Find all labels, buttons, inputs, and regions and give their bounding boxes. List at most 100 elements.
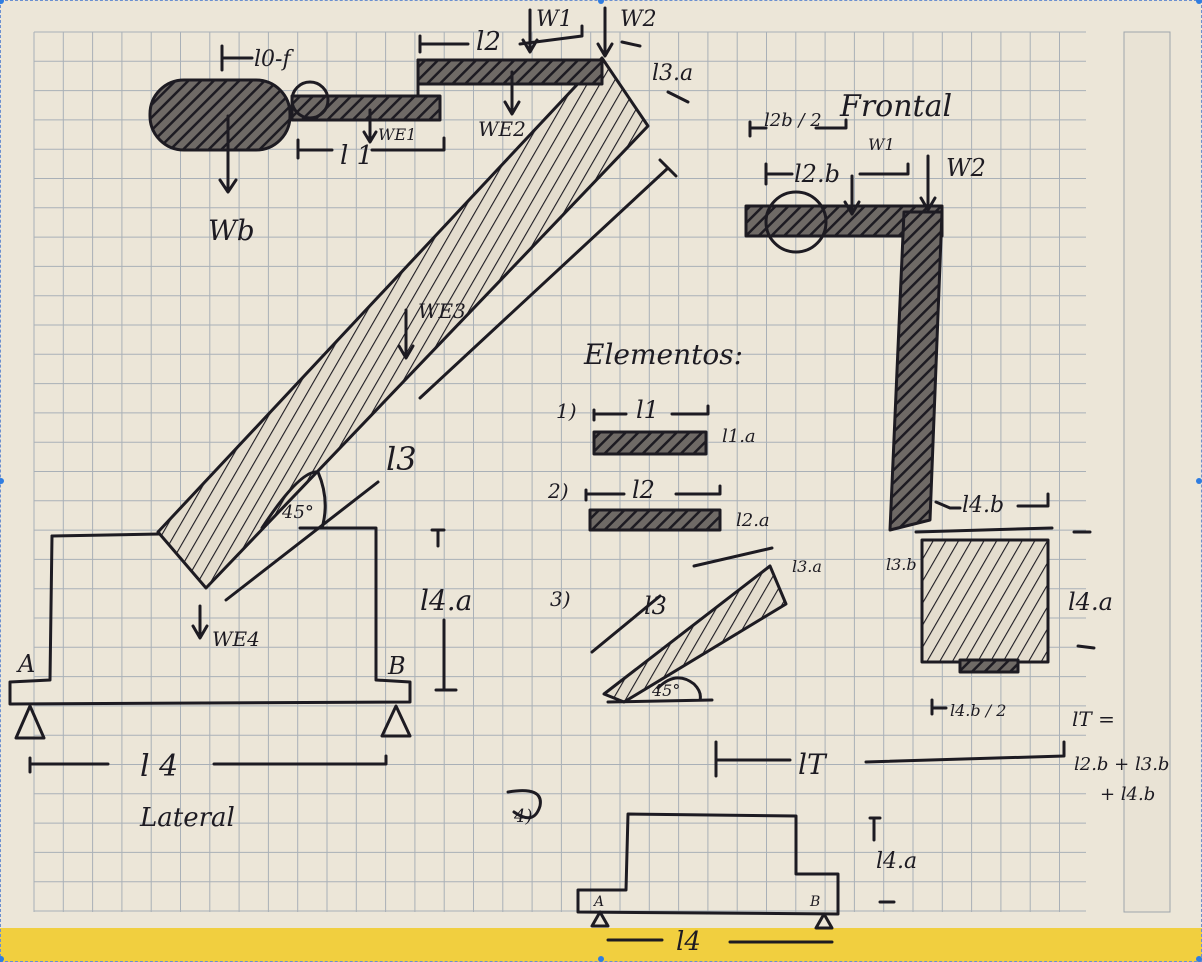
lateral-caption: Lateral — [139, 803, 235, 833]
element-2-dim — [584, 484, 722, 502]
angle-label-lateral: 45° — [281, 502, 314, 523]
counterweight-lateral — [148, 78, 292, 152]
dim-l2-label: l2 — [476, 27, 501, 57]
element-4-dim-l4a — [868, 816, 896, 904]
w2-label-lateral: W2 — [620, 7, 657, 32]
angle-arc-lateral — [260, 470, 327, 530]
margin-strip — [1123, 31, 1171, 913]
arrow-we2 — [503, 70, 521, 116]
dim-l4a-lateral — [430, 528, 458, 692]
frontal-base-block — [920, 538, 1050, 664]
dim-l3-label: l3 — [386, 440, 417, 478]
dim-l0-lateral — [220, 44, 254, 72]
arrow-wb — [218, 114, 238, 194]
formula-line-3: + l4.b — [1100, 784, 1155, 805]
dim-l2b — [764, 162, 910, 186]
element-2-bar — [588, 508, 722, 532]
dim-l2b-label: l2.b — [794, 160, 840, 188]
dim-l4a-label: l4.a — [420, 584, 472, 617]
element-4-pedestal — [576, 812, 840, 916]
element-3-dim — [590, 546, 774, 654]
support-b-label: B — [387, 652, 406, 680]
resize-handle-bottom[interactable] — [598, 956, 604, 962]
element-4-number-circle — [506, 789, 542, 820]
element-1-length: l1 — [636, 396, 659, 424]
support-triangle-b — [380, 704, 412, 738]
dim-l4b-label: l4.b — [962, 493, 1004, 518]
formula-line-1: lT = — [1072, 707, 1115, 731]
dim-l4-lateral — [28, 754, 388, 774]
dim-l3b-label: l3.b — [886, 555, 917, 574]
dim-l4-label: l 4 — [140, 749, 178, 784]
w1-label-lateral: W1 — [536, 7, 573, 32]
dim-l3-lateral — [224, 158, 678, 602]
element-4-support-a-label: A — [592, 894, 604, 910]
arrow-we1-top — [362, 108, 378, 144]
dim-l0-label: l0-f — [254, 47, 294, 72]
element-4-support-b-label: B — [809, 894, 820, 910]
element-3-length: l3 — [644, 592, 667, 620]
beam-l2-lateral — [416, 58, 604, 86]
dim-l4a-frontal-label: l4.a — [1068, 588, 1113, 616]
lateral-inclined-boom — [156, 56, 650, 590]
element-3-bar — [602, 564, 788, 704]
frontal-base-top — [914, 526, 1054, 534]
support-triangle-a — [14, 704, 46, 740]
we2-label: WE2 — [478, 117, 526, 141]
dim-lt — [714, 740, 1066, 778]
dim-l4b-half-label: l4.b / 2 — [950, 701, 1006, 720]
element-1-num: 1) — [556, 399, 577, 423]
dim-l2b-half-label: l2b / 2 — [764, 110, 822, 131]
dim-l2b-half — [748, 118, 848, 138]
resize-handle-left[interactable] — [0, 478, 4, 484]
joint-circle-lateral — [290, 80, 330, 120]
arrow-w1 — [521, 8, 539, 54]
resize-handle-top-left[interactable] — [0, 0, 4, 4]
element-3-angle — [606, 676, 714, 704]
element-4-height: l4.a — [876, 849, 917, 874]
resize-handle-right[interactable] — [1196, 478, 1202, 484]
element-3-num: 3) — [550, 587, 571, 611]
dim-l4a-frontal — [1072, 530, 1096, 650]
arrow-we3 — [397, 308, 415, 360]
resize-handle-bottom-right[interactable] — [1196, 956, 1202, 962]
dim-l1-label: l 1 — [340, 141, 373, 171]
support-a-label: A — [16, 650, 35, 678]
element-3-thickness: l3.a — [792, 557, 822, 576]
we1-top-label: WE1 — [378, 125, 416, 144]
joint-circle-frontal — [764, 190, 828, 254]
arrow-we4 — [191, 604, 209, 640]
element-3-angle: 45° — [651, 681, 680, 700]
formula-line-2: l2.b + l3.b — [1074, 754, 1169, 775]
we4-label: WE4 — [212, 627, 260, 651]
elements-title: Elementos: — [583, 338, 743, 371]
resize-handle-top-right[interactable] — [1196, 0, 1202, 4]
resize-handle-bottom-left[interactable] — [0, 956, 4, 962]
lateral-pedestal-top — [50, 532, 162, 538]
arrow-w2 — [596, 6, 614, 58]
dim-l1-lateral — [296, 136, 446, 160]
element-1-bar — [592, 430, 708, 456]
arrow-w2-frontal — [919, 154, 937, 212]
dim-l4b — [934, 492, 1050, 510]
dim-l3a-lateral — [620, 40, 690, 104]
column-frontal — [888, 210, 944, 532]
we3-label: WE3 — [418, 299, 466, 323]
frontal-caption: Frontal — [839, 89, 952, 124]
element-1-thickness: l1.a — [722, 426, 756, 447]
element-4-support-b — [814, 912, 834, 930]
element-4-support-a — [590, 910, 610, 928]
lateral-pedestal — [8, 526, 412, 706]
w1-label-frontal: W1 — [868, 135, 895, 154]
dim-l3a-label: l3.a — [652, 61, 693, 86]
w2-label-frontal: W2 — [946, 154, 986, 182]
wb-label: Wb — [208, 214, 255, 247]
arrow-w1-frontal — [843, 174, 861, 216]
element-2-thickness: l2.a — [736, 510, 770, 531]
resize-handle-top[interactable] — [598, 0, 604, 4]
dim-l2-lateral — [418, 24, 584, 54]
element-4-dim-l4 — [606, 938, 834, 944]
element-4-length: l4 — [676, 927, 701, 957]
element-2-length: l2 — [632, 476, 655, 504]
